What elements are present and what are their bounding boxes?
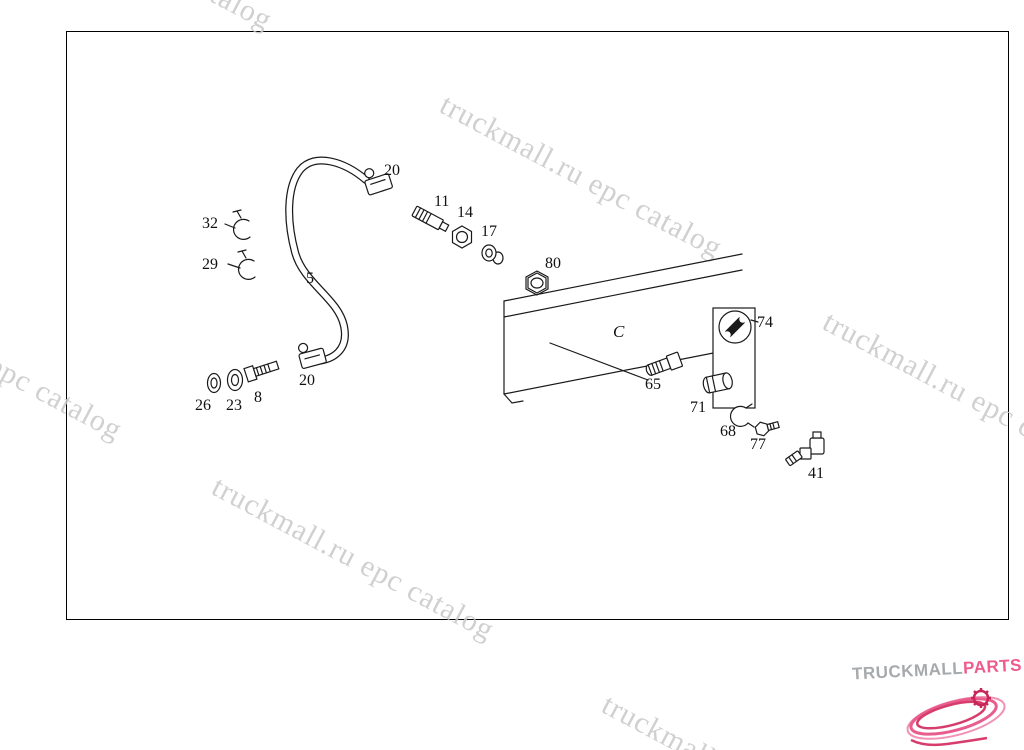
part-17-sleeve: [481, 244, 504, 265]
part-71-sleeve: [702, 372, 733, 394]
diagram-frame: [66, 31, 1009, 620]
part-11-nipple: [411, 205, 450, 233]
part-8-bolt: [243, 360, 280, 383]
part-label-11: 11: [434, 193, 450, 210]
part-label-23: 23: [226, 397, 242, 414]
fitting-20-bottom: [297, 342, 327, 369]
part-label-8: 8: [254, 389, 262, 406]
part-32-clip: [224, 209, 251, 240]
logo-accent-text: PARTS: [962, 655, 1023, 678]
part-label-77: 77: [750, 436, 766, 453]
fitting-20-top: [364, 168, 393, 196]
hose-5: [285, 156, 370, 365]
part-label-29: 29: [202, 256, 218, 273]
part-label-41: 41: [808, 465, 824, 482]
part-65-fitting: [645, 351, 683, 376]
part-41-elbow: [785, 431, 825, 467]
part-80-nut: [525, 270, 549, 296]
part-14-nut: [451, 225, 473, 249]
part-label-74: 74: [757, 314, 773, 331]
callout-c: C: [613, 322, 625, 341]
truckmall-logo-swirl-icon: [906, 688, 1006, 747]
part-label-68: 68: [720, 423, 736, 440]
part-label-17: 17: [481, 223, 497, 240]
part-label-65: 65: [645, 376, 661, 393]
part-label-20-top: 20: [384, 162, 400, 179]
part-26-washer: [206, 372, 222, 394]
part-label-5: 5: [306, 270, 314, 287]
part-label-20-bottom: 20: [299, 372, 315, 389]
part-77-bolt: [754, 420, 780, 437]
part-label-14: 14: [457, 204, 473, 221]
part-29-clip: [227, 249, 256, 280]
part-label-80: 80: [545, 255, 561, 272]
part-label-26: 26: [195, 397, 211, 414]
part-label-32: 32: [202, 215, 218, 232]
part-68-clamp: [729, 403, 755, 428]
part-74-plate: [712, 307, 759, 409]
part-23-washer: [226, 368, 244, 392]
channel-rail-c: [503, 253, 745, 404]
part-label-71: 71: [690, 399, 706, 416]
